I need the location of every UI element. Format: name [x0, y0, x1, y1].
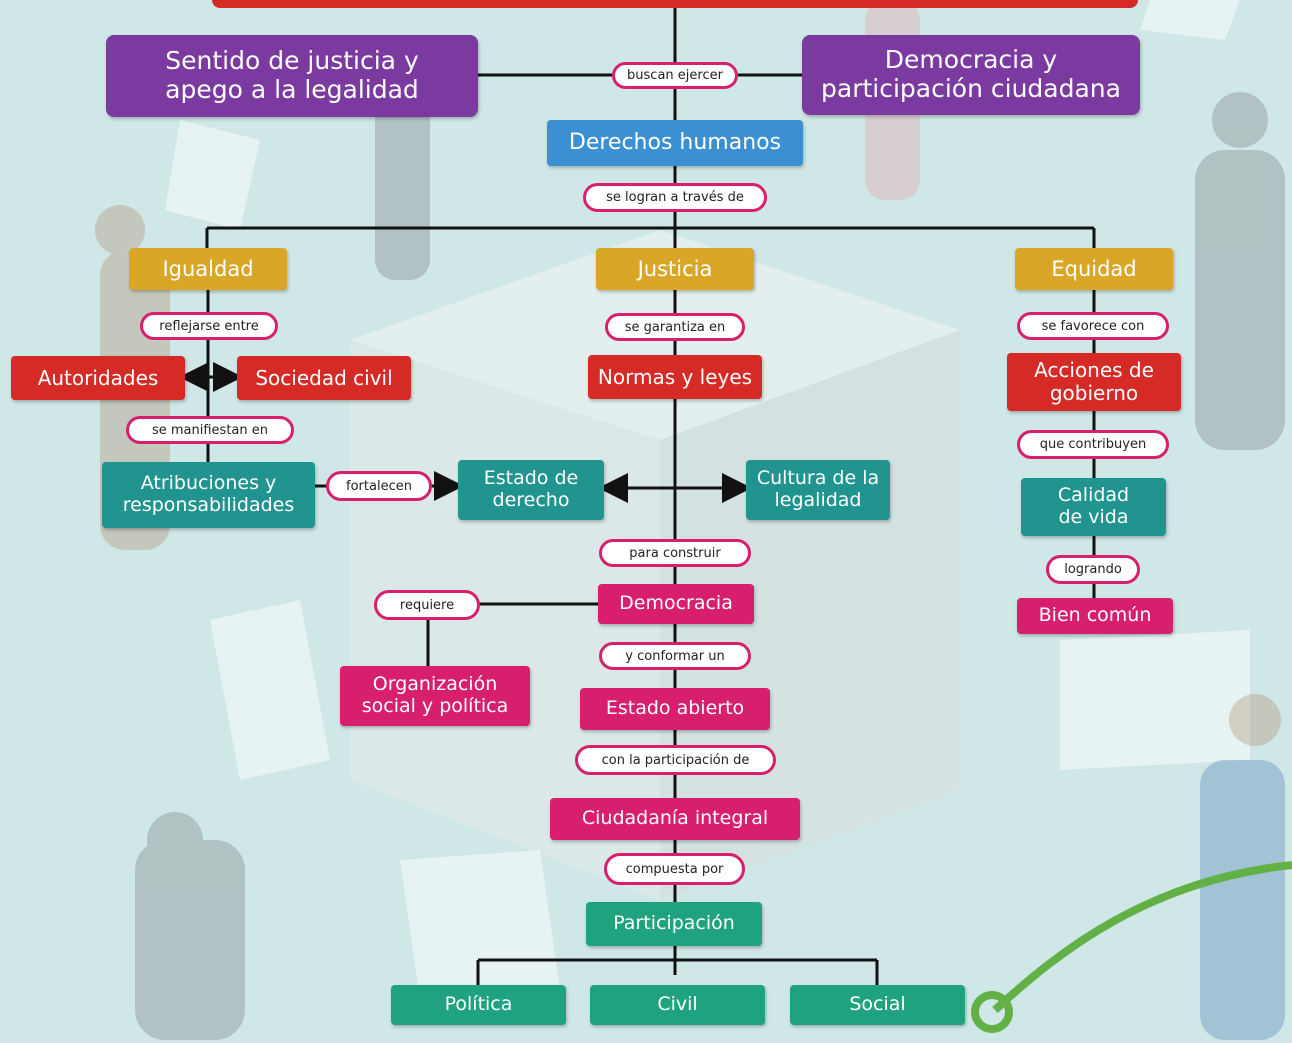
node-ciudadania-integral: Ciudadanía integral — [550, 798, 800, 840]
connector-y-conformar: y conformar un — [599, 642, 751, 670]
node-calidad-vida: Calidad de vida — [1021, 478, 1166, 536]
node-justicia: Justicia — [596, 248, 754, 290]
decorative-green-circle — [971, 991, 1013, 1033]
node-politica: Política — [391, 985, 566, 1025]
decorative-green-line — [992, 861, 1292, 1013]
top-title-bar — [212, 0, 1138, 8]
node-organizacion: Organización social y política — [340, 666, 530, 726]
connector-se-manifiestan: se manifiestan en — [126, 416, 294, 444]
node-atribuciones: Atribuciones y responsabilidades — [102, 462, 315, 528]
node-social: Social — [790, 985, 965, 1025]
node-sociedad-civil: Sociedad civil — [237, 356, 411, 400]
ballot-papers-illustration — [165, 0, 1250, 1000]
node-civil: Civil — [590, 985, 765, 1025]
connector-fortalecen: fortalecen — [326, 471, 432, 501]
connector-que-contribuyen: que contribuyen — [1017, 430, 1169, 459]
connector-con-participacion: con la participación de — [575, 745, 776, 775]
node-estado-derecho: Estado de derecho — [458, 460, 604, 520]
connector-requiere: requiere — [374, 590, 480, 620]
node-democracia: Democracia — [598, 584, 754, 624]
node-equidad: Equidad — [1015, 248, 1173, 290]
connector-se-favorece: se favorece con — [1017, 312, 1169, 340]
connector-reflejarse-entre: reflejarse entre — [140, 312, 278, 340]
connector-se-garantiza: se garantiza en — [605, 313, 745, 341]
node-participacion: Participación — [586, 902, 762, 946]
node-acciones-gobierno: Acciones de gobierno — [1007, 353, 1181, 411]
connector-se-logran: se logran a través de — [583, 183, 767, 212]
connector-logrando: logrando — [1046, 555, 1140, 584]
connector-para-construir: para construir — [599, 539, 751, 567]
node-bien-comun: Bien común — [1017, 598, 1173, 634]
node-sentido-justicia: Sentido de justicia y apego a la legalid… — [106, 35, 478, 117]
connector-buscan-ejercer: buscan ejercer — [612, 62, 738, 89]
node-cultura-legalidad: Cultura de la legalidad — [746, 460, 890, 520]
node-estado-abierto: Estado abierto — [580, 688, 770, 730]
node-autoridades: Autoridades — [11, 356, 185, 400]
node-derechos-humanos: Derechos humanos — [547, 120, 803, 166]
node-democracia-participacion: Democracia y participación ciudadana — [802, 35, 1140, 115]
node-normas-leyes: Normas y leyes — [588, 355, 762, 399]
connector-compuesta-por: compuesta por — [604, 853, 745, 885]
node-igualdad: Igualdad — [129, 248, 287, 290]
